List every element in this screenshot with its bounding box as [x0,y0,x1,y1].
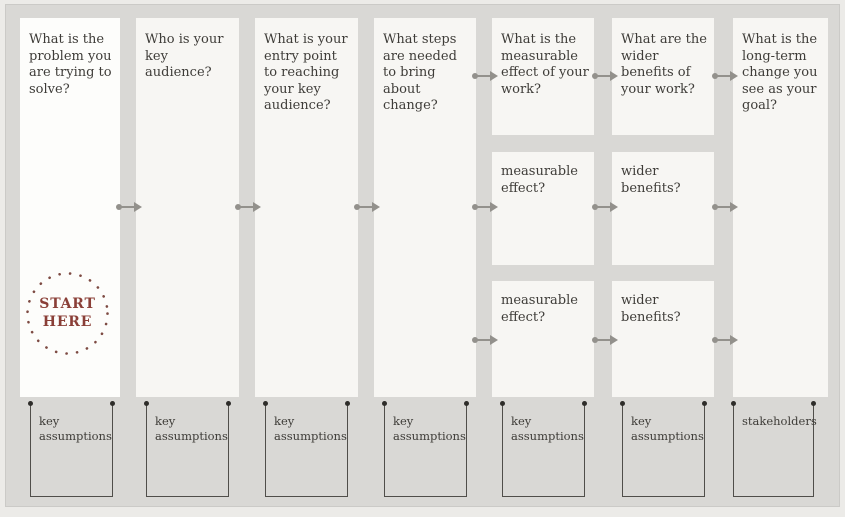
arrow-right-icon [592,70,618,82]
column-problem: What is the problem you are trying to so… [20,18,120,397]
arrow-right-icon [472,201,498,213]
arrow-right-icon [472,334,498,346]
connector-dot [382,401,387,406]
measurable-effect-box-3: measurable effect? [492,281,594,397]
arrow-right-icon [712,70,738,82]
key-assumptions-label: key assumptions [274,414,347,443]
key-assumptions-label: key assumptions [631,414,704,443]
start-here-label: START HERE [39,296,96,330]
arrow-right-icon [712,201,738,213]
wider-benefits-box-2: wider benefits? [612,152,714,265]
column-wider-benefits-main: What are the wider benefits of your work… [612,18,714,135]
connector-dot [226,401,231,406]
sub-question-text: wider benefits? [621,164,681,196]
question-text: What is the problem you are trying to so… [29,32,112,97]
question-text: Who is your key audience? [145,32,224,80]
column-measurable-effect-main: What is the measurable effect of your wo… [492,18,594,135]
key-assumptions-label: key assumptions [511,414,584,443]
connector-dot [500,401,505,406]
connector-dot [464,401,469,406]
measurable-effect-box-2: measurable effect? [492,152,594,265]
start-here-badge: START HERE [23,269,112,358]
key-assumptions-label: key assumptions [155,414,228,443]
sub-question-text: measurable effect? [501,293,578,325]
arrow-right-icon [354,201,380,213]
question-text: What steps are needed to bring about cha… [383,32,457,113]
question-text: What are the wider benefits of your work… [621,32,707,97]
column-steps: What steps are needed to bring about cha… [374,18,476,397]
key-assumptions-box: key assumptions [620,401,707,497]
connector-dot [28,401,33,406]
column-audience: Who is your key audience? [136,18,239,397]
connector-dot [345,401,350,406]
sub-question-text: measurable effect? [501,164,578,196]
arrow-right-icon [592,334,618,346]
sub-question-text: wider benefits? [621,293,681,325]
key-assumptions-box: key assumptions [263,401,350,497]
key-assumptions-box: key assumptions [500,401,587,497]
connector-dot [582,401,587,406]
key-assumptions-box: key assumptions [144,401,231,497]
stakeholders-box: stakeholders [731,401,817,497]
column-long-term-goal: What is the long-term change you see as … [733,18,828,397]
connector-dot [110,401,115,406]
stakeholders-label: stakeholders [742,414,817,428]
connector-dot [263,401,268,406]
wider-benefits-box-3: wider benefits? [612,281,714,397]
connector-dot [702,401,707,406]
key-assumptions-box: key assumptions [382,401,469,497]
question-text: What is your entry point to reaching you… [264,32,348,113]
key-assumptions-label: key assumptions [393,414,466,443]
connector-dot [620,401,625,406]
connector-dot [144,401,149,406]
connector-dot [731,401,736,406]
key-assumptions-box: key assumptions [28,401,115,497]
question-text: What is the long-term change you see as … [742,32,818,113]
arrow-right-icon [712,334,738,346]
column-entry-point: What is your entry point to reaching you… [255,18,358,397]
arrow-right-icon [592,201,618,213]
dotted-circle-icon [26,272,109,355]
arrow-right-icon [472,70,498,82]
question-text: What is the measurable effect of your wo… [501,32,589,97]
connector-dot [811,401,816,406]
arrow-right-icon [116,201,142,213]
key-assumptions-label: key assumptions [39,414,112,443]
arrow-right-icon [235,201,261,213]
